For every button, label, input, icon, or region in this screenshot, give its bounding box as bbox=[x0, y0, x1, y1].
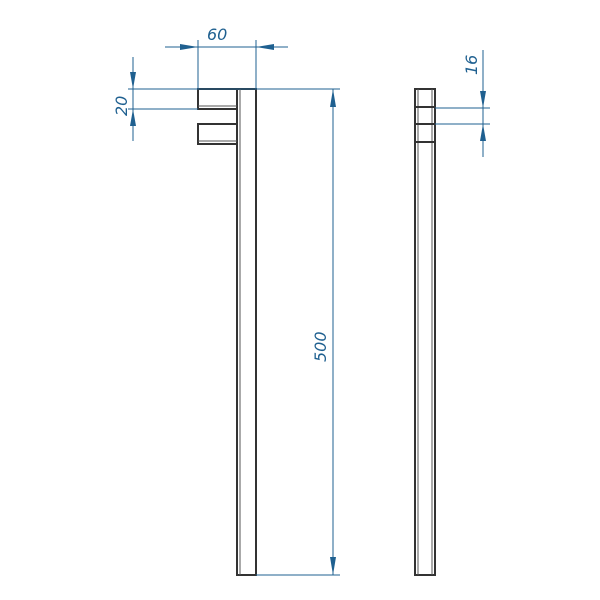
side-view bbox=[414, 88, 436, 576]
dimension-label-20: 20 bbox=[112, 96, 131, 116]
dimension-16: 16 bbox=[435, 50, 490, 157]
dimension-label-500: 500 bbox=[311, 331, 330, 362]
dimension-label-60: 60 bbox=[207, 25, 227, 44]
dimension-20: 20 bbox=[112, 57, 340, 141]
dimension-label-16: 16 bbox=[462, 55, 481, 75]
side-bar bbox=[414, 88, 436, 576]
dimension-60: 60 bbox=[165, 25, 288, 89]
bottom-prong bbox=[197, 123, 237, 145]
front-view bbox=[197, 88, 257, 576]
dimension-500: 500 bbox=[256, 89, 340, 576]
